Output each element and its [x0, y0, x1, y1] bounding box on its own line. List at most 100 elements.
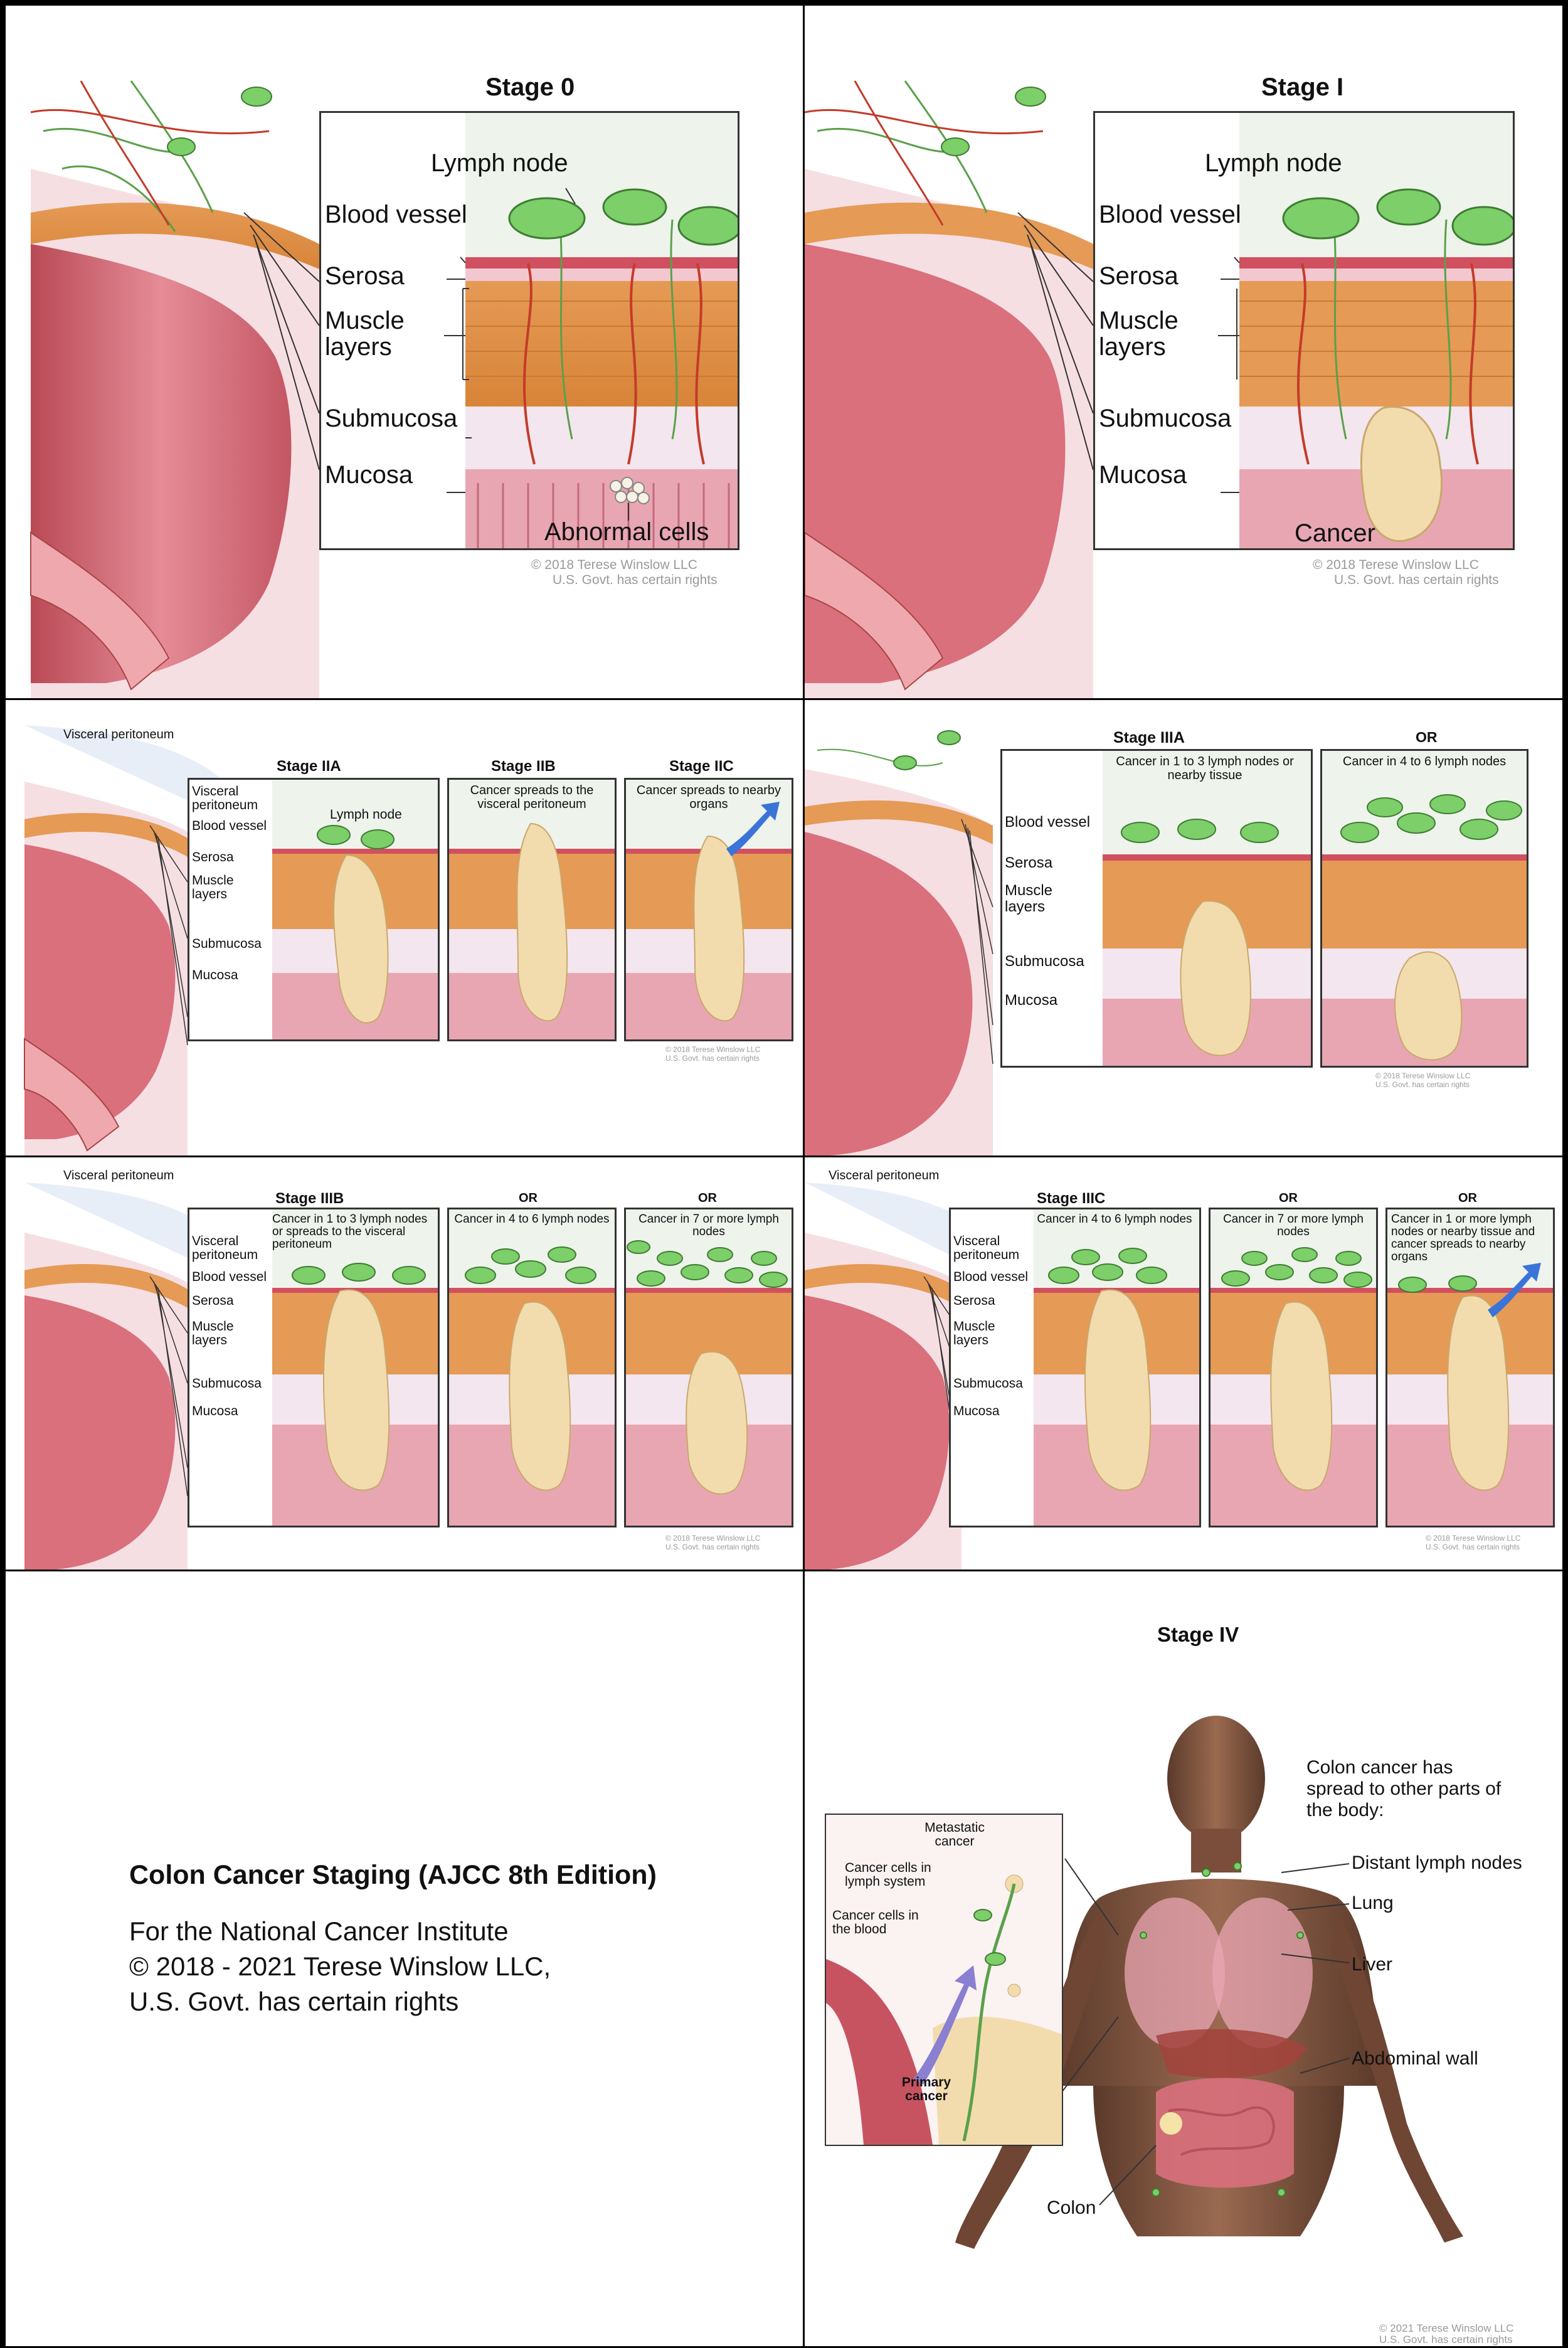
- label-blood-vessel: Blood vessel: [1099, 201, 1241, 228]
- intro-line: U.S. Govt. has certain rights: [129, 1987, 459, 2016]
- label-metastatic-cancer: Metastatic cancer: [924, 1820, 985, 1849]
- caption-a: Cancer in 1 to 3 lymph nodes or nearby t…: [1116, 755, 1294, 782]
- or-label: OR: [698, 1191, 717, 1205]
- label-abdominal-wall: Abdominal wall: [1352, 2048, 1478, 2069]
- intestines: [1156, 2078, 1294, 2188]
- flow-arrow-icon: [914, 1965, 977, 2085]
- caption-c: Cancer spreads to nearby organs: [636, 784, 781, 811]
- caption-a: Cancer in 1 to 3 lymph nodes or spreads …: [272, 1213, 428, 1251]
- label-lymph-node: Lymph node: [1205, 149, 1342, 177]
- head: [1167, 1716, 1265, 1841]
- label-distant-lymph-nodes: Distant lymph nodes: [1352, 1852, 1522, 1873]
- stage-title: Stage IIC: [669, 758, 734, 775]
- label-submucosa: Submucosa: [1005, 953, 1084, 970]
- label-muscle-layers: Muscle layers: [1005, 882, 1053, 915]
- lymph-node-small: [167, 137, 196, 156]
- caption-c: Cancer in 1 or more lymph nodes or nearb…: [1391, 1213, 1535, 1263]
- vessel-network: [30, 80, 270, 226]
- label-lung: Lung: [1352, 1893, 1394, 1913]
- label-serosa: Serosa: [192, 1294, 234, 1308]
- or-label: OR: [1458, 1191, 1477, 1205]
- label-primary-cancer: Primary cancer: [901, 2075, 951, 2103]
- cross-section-c: Cancer in 1 or more lymph nodes or nearb…: [1385, 1208, 1555, 1527]
- tumor: [1360, 406, 1443, 542]
- label-mucosa: Mucosa: [1005, 992, 1058, 1009]
- label-lymph-node: Lymph node: [330, 807, 402, 822]
- cross-section-a: Cancer in 4 to 6 lymph nodes Visceral pe…: [949, 1208, 1201, 1527]
- label-muscle-layers: Muscle layers: [192, 873, 234, 901]
- panel-stage-3c: Visceral peritoneum Stage IIIC OR OR Can…: [803, 1155, 1564, 1571]
- label-mucosa: Mucosa: [1099, 461, 1187, 489]
- cross-section-a: Cancer in 1 to 3 lymph nodes or nearby t…: [1000, 749, 1313, 1068]
- label-blood-vessel: Blood vessel: [1005, 814, 1091, 831]
- panel-stage-0: Stage 0: [4, 4, 805, 700]
- label-muscle-layers: Muscle layers: [192, 1319, 234, 1347]
- label-liver: Liver: [1352, 1954, 1393, 1975]
- label-submucosa: Submucosa: [953, 1376, 1023, 1391]
- label-submucosa: Submucosa: [192, 937, 262, 951]
- label-serosa: Serosa: [1099, 262, 1179, 290]
- cross-section-b: Cancer in 7 or more lymph nodes: [1209, 1208, 1378, 1527]
- panel-stage-3b: Visceral peritoneum Stage IIIB OR OR Can…: [4, 1155, 805, 1571]
- label-visceral-peritoneum: Visceral peritoneum: [63, 728, 174, 741]
- panel-stage-3a: Stage IIIA OR Cancer in 1 to 3 lymph nod…: [803, 698, 1564, 1157]
- cross-section-c: Cancer spreads to nearby organs: [624, 778, 793, 1041]
- caption-b: Cancer spreads to the visceral peritoneu…: [470, 784, 594, 811]
- stage-title: Stage IIA: [277, 758, 341, 775]
- cross-section-a: Cancer in 1 to 3 lymph nodes or spreads …: [188, 1208, 440, 1527]
- cross-section-b: Cancer in 4 to 6 lymph nodes: [1320, 749, 1528, 1068]
- caption-b: Cancer in 4 to 6 lymph nodes: [1342, 755, 1507, 768]
- caption-c: Cancer in 7 or more lymph nodes: [638, 1213, 779, 1238]
- stage-title: Stage IIB: [491, 758, 556, 775]
- or-label: OR: [519, 1191, 538, 1205]
- label-serosa: Serosa: [953, 1294, 995, 1308]
- label-abnormal-cells: Abnormal cells: [544, 518, 709, 546]
- spread-description: Colon cancer has spread to other parts o…: [1306, 1757, 1502, 1820]
- label-mucosa: Mucosa: [325, 461, 413, 489]
- label-visceral-peritoneum: Visceral peritoneum: [829, 1169, 940, 1182]
- label-mucosa: Mucosa: [192, 1404, 238, 1418]
- intro-line: © 2018 - 2021 Terese Winslow LLC,: [129, 1952, 551, 1981]
- stage-title: Stage IV: [1157, 1623, 1239, 1646]
- liver: [1156, 2029, 1306, 2078]
- label-muscle-layers: Muscle layers: [953, 1319, 995, 1347]
- label-visceral: Visceral peritoneum: [953, 1234, 1020, 1262]
- label-serosa: Serosa: [325, 262, 405, 290]
- label-submucosa: Submucosa: [192, 1376, 262, 1391]
- label-cancer-cells-lymph: Cancer cells in lymph system: [845, 1861, 931, 1889]
- panel-stage-2: Visceral peritoneum Stage IIA Stage IIB …: [4, 698, 805, 1157]
- label-serosa: Serosa: [192, 850, 234, 864]
- lymph-node-small: [241, 87, 272, 107]
- caption-b: Cancer in 4 to 6 lymph nodes: [454, 1213, 610, 1226]
- cross-section-b: Cancer in 4 to 6 lymph nodes: [447, 1208, 617, 1527]
- abnormal-cells: [610, 477, 650, 504]
- label-submucosa: Submucosa: [325, 405, 458, 432]
- lung-right: [1212, 1898, 1313, 2048]
- wall-cross-section: [444, 113, 738, 548]
- label-blood-vessel: Blood vessel: [192, 819, 267, 833]
- panel-stage-1: Stage I Lymph node Blood vessel Serosa M…: [803, 4, 1564, 700]
- caption-b: Cancer in 7 or more lymph nodes: [1223, 1213, 1364, 1238]
- or-label: OR: [1279, 1191, 1298, 1205]
- cross-section-a: Visceral peritoneum Blood vessel Lymph n…: [188, 778, 440, 1041]
- label-visceral: Visceral peritoneum: [192, 1234, 258, 1262]
- spread-arrow-icon: [1488, 1263, 1541, 1317]
- cross-section-b: Cancer spreads to the visceral peritoneu…: [447, 778, 617, 1041]
- caption-a: Cancer in 4 to 6 lymph nodes: [1037, 1213, 1192, 1226]
- lung-left: [1125, 1898, 1225, 2048]
- label-mucosa: Mucosa: [192, 968, 238, 982]
- stage-title: Stage IIIA: [1113, 729, 1185, 746]
- intro-line: For the National Cancer Institute: [129, 1916, 509, 1946]
- body-illustration: [805, 1716, 1562, 2346]
- colon-illustration: [805, 80, 1094, 698]
- panel-stage-4: Stage IV Colon cancer has spread to othe…: [803, 1570, 1564, 2348]
- label-colon: Colon: [1047, 2197, 1096, 2218]
- label-muscle-layers: Muscle layers: [325, 307, 405, 361]
- colon-illustration: [30, 80, 320, 698]
